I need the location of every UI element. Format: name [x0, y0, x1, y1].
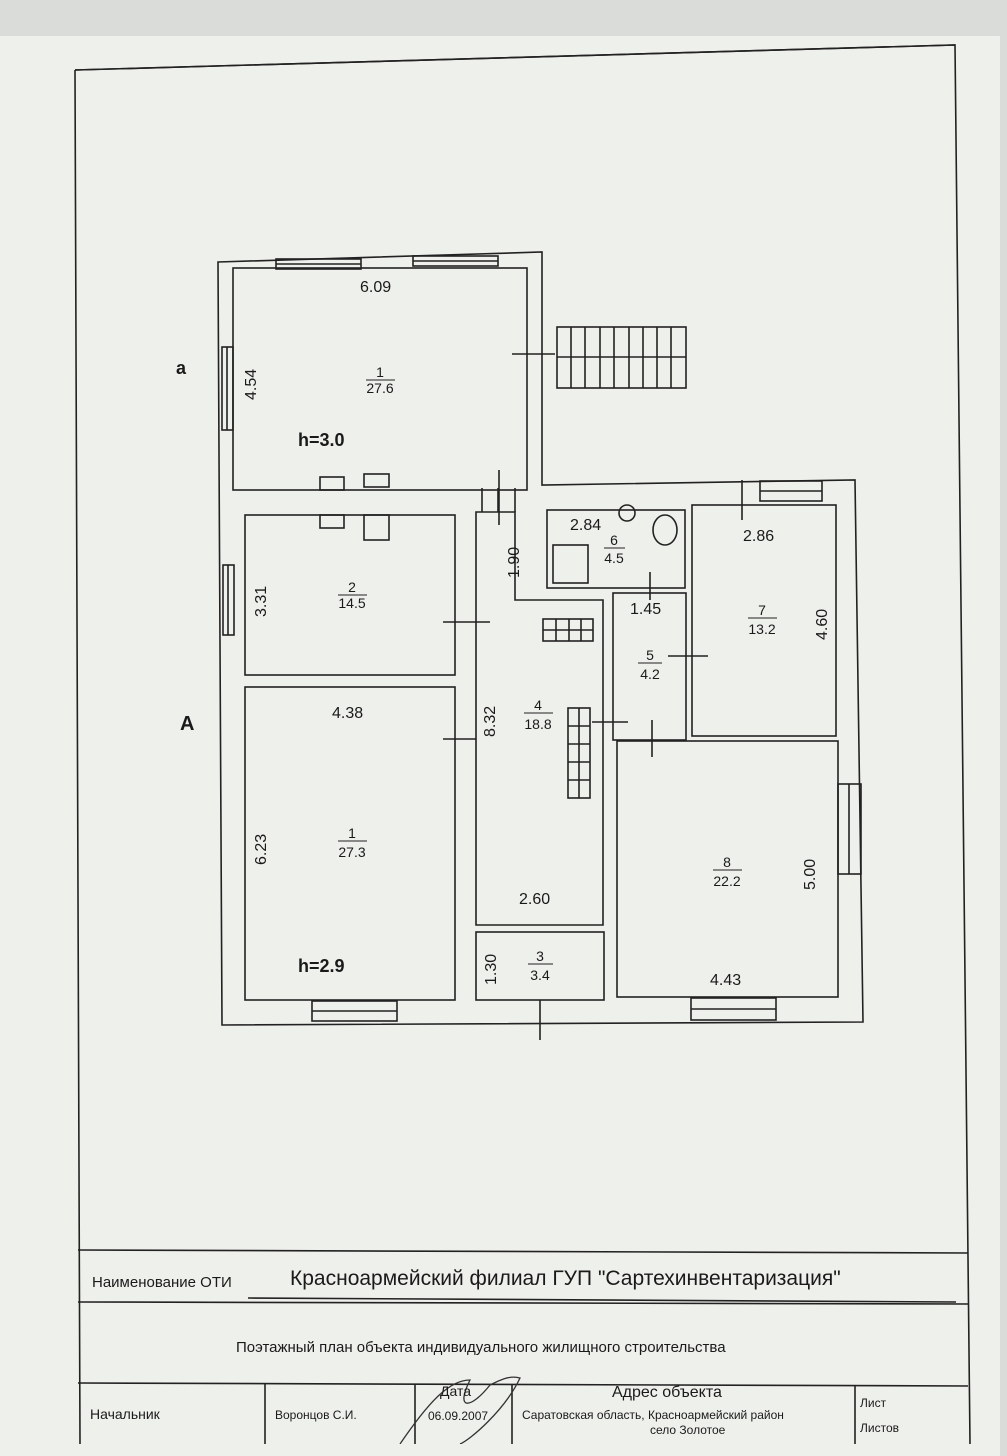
sheet-label: Лист	[860, 1396, 887, 1410]
room-area: 4.5	[604, 550, 624, 566]
dimension: 6.23	[253, 834, 270, 865]
address-line2: село Золотое	[650, 1423, 726, 1437]
person-name: Воронцов С.И.	[275, 1408, 357, 1422]
signature	[399, 1376, 521, 1444]
room-number: 8	[723, 854, 731, 870]
room-area: 18.8	[524, 716, 551, 732]
dimension: 2.60	[519, 891, 550, 908]
ceiling-height: h=2.9	[298, 956, 345, 976]
interior-stairs	[542, 618, 594, 799]
room-number: 6	[610, 532, 618, 548]
address-line1: Саратовская область, Красноармейский рай…	[522, 1408, 784, 1422]
dimension: 1.30	[483, 954, 500, 985]
document-sheet	[0, 36, 1000, 1456]
doors	[443, 470, 743, 1040]
dimension: 4.38	[332, 705, 363, 722]
title-block-line	[77, 1249, 969, 1254]
dimension: 3.31	[253, 586, 270, 617]
position: Начальник	[90, 1406, 160, 1422]
stove-sink-fixtures	[319, 473, 678, 584]
axis-label-A: A	[180, 713, 194, 735]
dimension: 1.90	[506, 547, 523, 578]
room-number: 1	[348, 825, 356, 841]
walls	[217, 251, 864, 1026]
dimension: 5.00	[802, 859, 819, 890]
oti-value: Красноармейский филиал ГУП "Сартехинвент…	[290, 1267, 841, 1290]
date-value: 06.09.2007	[428, 1409, 489, 1423]
dimension: 4.60	[814, 609, 831, 640]
dimension: 4.43	[710, 972, 741, 989]
oti-label: Наименование ОТИ	[92, 1274, 232, 1291]
dimension: 2.84	[570, 517, 601, 534]
title-block-line	[77, 1301, 969, 1305]
room-area: 4.2	[640, 666, 660, 682]
room-number: 2	[348, 579, 356, 595]
room-number: 3	[536, 948, 544, 964]
dimension: 2.86	[743, 528, 774, 545]
room-area: 22.2	[713, 873, 740, 889]
dimension: 1.45	[630, 601, 661, 618]
room-area: 3.4	[530, 967, 550, 983]
room-area: 14.5	[338, 595, 365, 611]
plan-title: Поэтажный план объекта индивидуального ж…	[236, 1339, 726, 1356]
sheets-label: Листов	[860, 1421, 899, 1435]
room-number: 4	[534, 697, 542, 713]
ceiling-height: h=3.0	[298, 430, 345, 450]
entrance-stairs	[512, 326, 687, 389]
drawing-frame	[74, 44, 971, 1444]
title-block-line	[247, 1297, 957, 1303]
dimension: 8.32	[482, 706, 499, 737]
address-label: Адрес объекта	[612, 1384, 722, 1401]
title-block-line	[77, 1382, 969, 1387]
windows	[221, 255, 862, 1022]
room-area: 27.3	[338, 844, 365, 860]
stray-mark	[74, 44, 956, 71]
room-area: 27.6	[366, 380, 393, 396]
dimension: 6.09	[360, 279, 391, 296]
room-area: 13.2	[748, 621, 775, 637]
room-number: 7	[758, 602, 766, 618]
date-label: Дата	[440, 1383, 472, 1399]
room-number: 5	[646, 647, 654, 663]
room-number: 1	[376, 364, 384, 380]
axis-label-a: a	[176, 358, 187, 378]
dimension: 4.54	[243, 369, 260, 400]
